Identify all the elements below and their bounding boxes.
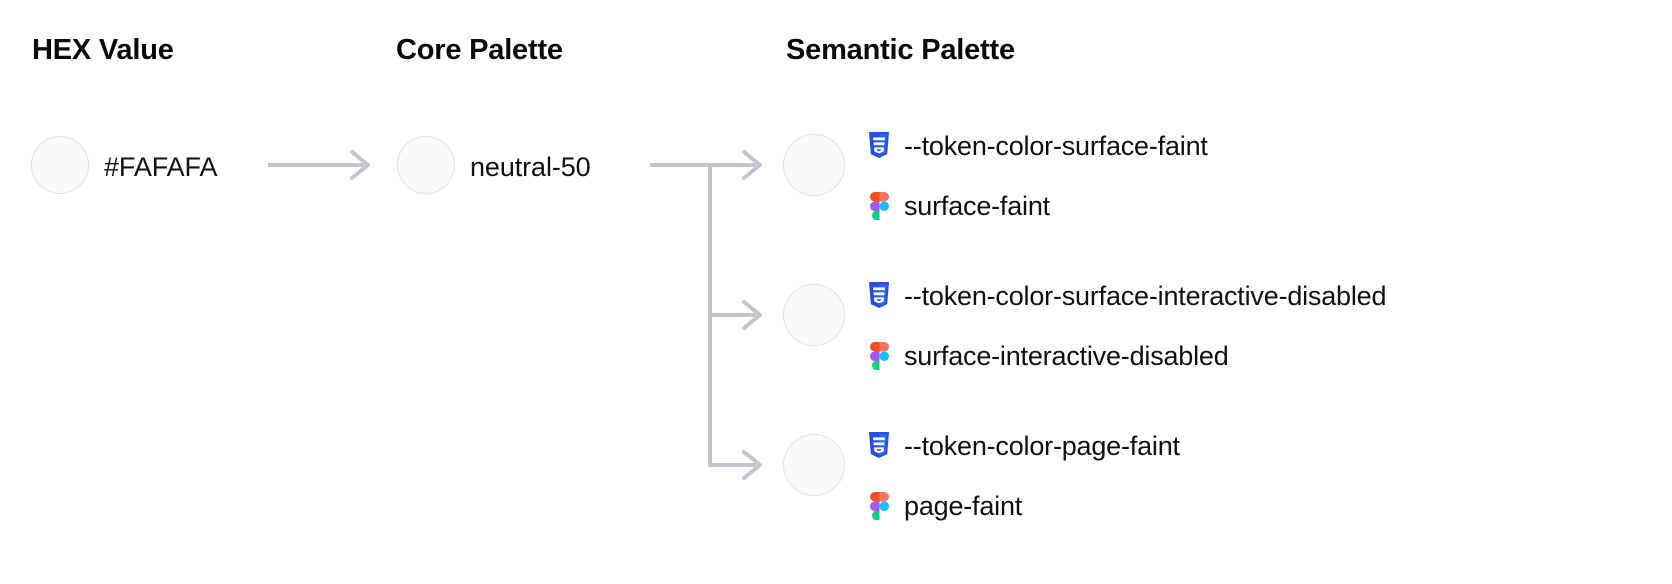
semantic-token-group-0: --token-color-surface-faint surface-fain… (866, 116, 1208, 236)
css-token-row[interactable]: --token-color-surface-interactive-disabl… (866, 266, 1386, 326)
color-swatch-semantic-2 (783, 434, 845, 496)
column-header-core-palette: Core Palette (396, 34, 563, 66)
arrow-hex-to-core (268, 150, 370, 180)
color-swatch-hex (31, 136, 89, 194)
color-swatch-semantic-1 (783, 284, 845, 346)
figma-icon (866, 491, 892, 521)
column-header-hex-value: HEX Value (32, 34, 174, 66)
figma-icon (866, 341, 892, 371)
color-swatch-core (397, 136, 455, 194)
figma-token-label: page-faint (904, 490, 1023, 521)
figma-token-row[interactable]: surface-interactive-disabled (866, 326, 1386, 386)
figma-token-label: surface-faint (904, 190, 1050, 221)
css-token-label: --token-color-surface-interactive-disabl… (904, 280, 1387, 311)
semantic-token-group-2: --token-color-page-faint page-faint (866, 416, 1180, 536)
arrow-core-to-semantic-branch (650, 150, 762, 480)
figma-token-label: surface-interactive-disabled (904, 340, 1229, 371)
css-token-label: --token-color-surface-faint (904, 130, 1208, 161)
color-swatch-semantic-0 (783, 134, 845, 196)
figma-token-row[interactable]: page-faint (866, 476, 1180, 536)
core-palette-value-label: neutral-50 (470, 152, 591, 182)
css-token-row[interactable]: --token-color-page-faint (866, 416, 1180, 476)
semantic-token-group-1: --token-color-surface-interactive-disabl… (866, 266, 1386, 386)
hex-value-label: #FAFAFA (104, 152, 218, 182)
css-token-row[interactable]: --token-color-surface-faint (866, 116, 1208, 176)
figma-token-row[interactable]: surface-faint (866, 176, 1208, 236)
figma-icon (866, 191, 892, 221)
css3-icon (866, 131, 892, 161)
css-token-label: --token-color-page-faint (904, 430, 1180, 461)
css3-icon (866, 431, 892, 461)
css3-icon (866, 281, 892, 311)
column-header-semantic-palette: Semantic Palette (786, 34, 1015, 66)
